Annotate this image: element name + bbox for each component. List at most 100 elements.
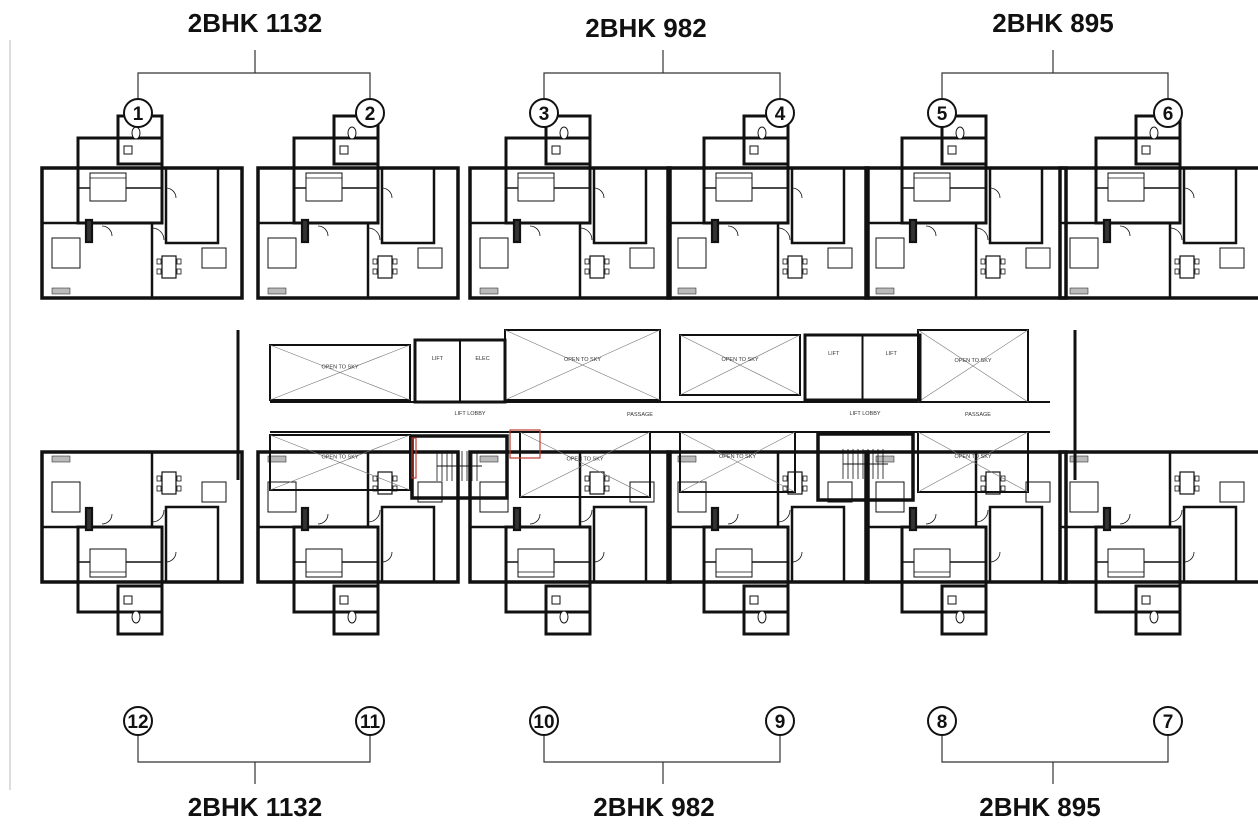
open-to-sky-label: OPEN TO SKY <box>566 457 603 463</box>
chair <box>1000 258 1006 265</box>
bed <box>89 548 127 578</box>
balcony-hatch <box>479 287 499 295</box>
bracket-leader <box>137 735 371 763</box>
dining-table <box>787 255 803 279</box>
unit-type-label-bottom-2: 2BHK 982 <box>593 792 715 822</box>
wc <box>955 126 965 140</box>
dining-table <box>985 471 1001 495</box>
corridor-zone <box>235 325 1080 505</box>
unit-marker-bottom-2-number: 11 <box>360 712 381 733</box>
wc <box>1149 610 1159 624</box>
balcony-hatch <box>1069 287 1089 295</box>
unit-marker-top-5-circle <box>927 98 957 128</box>
shaft-diagonal <box>269 434 411 491</box>
unit-marker-top-1-circle <box>123 98 153 128</box>
door-swing <box>925 225 937 237</box>
unit-marker-bottom-5-number: 8 <box>937 712 948 733</box>
bed <box>267 481 297 513</box>
chair <box>1194 268 1200 275</box>
chair <box>392 475 398 482</box>
bracket-leader <box>543 735 781 763</box>
door-swing <box>1169 227 1183 241</box>
chair <box>1174 258 1180 265</box>
wardrobe <box>710 506 720 532</box>
bed <box>305 548 343 578</box>
chair <box>1194 475 1200 482</box>
door-swing <box>367 227 381 241</box>
sofa <box>827 481 853 503</box>
wardrobe <box>300 218 310 244</box>
kitchen <box>380 166 436 245</box>
kitchen <box>988 505 1044 584</box>
unit-type-label-top-2: 2BHK 982 <box>585 13 707 43</box>
bed <box>677 481 707 513</box>
wc <box>347 610 357 624</box>
chair <box>802 485 808 492</box>
chair <box>1000 268 1006 275</box>
toilet <box>940 114 988 166</box>
chair <box>156 485 162 492</box>
chair <box>156 258 162 265</box>
sofa <box>1219 481 1245 503</box>
door-swing <box>975 509 989 523</box>
passage-label: PASSAGE <box>965 412 991 418</box>
unit-marker-top-1-number: 1 <box>133 104 144 125</box>
lift-lobby-label: LIFT LOBBY <box>849 411 880 417</box>
sofa <box>827 247 853 269</box>
wardrobe <box>300 506 310 532</box>
open-to-sky-label: OPEN TO SKY <box>321 365 358 371</box>
chair <box>980 485 986 492</box>
door-swing <box>727 513 739 525</box>
basin <box>123 595 133 605</box>
door-swing <box>791 551 803 563</box>
dining-table <box>985 255 1001 279</box>
chair <box>604 475 610 482</box>
kitchen <box>1182 166 1238 245</box>
door-swing <box>317 225 329 237</box>
basin <box>551 145 561 155</box>
dining-table <box>1179 255 1195 279</box>
wc <box>347 126 357 140</box>
chair <box>372 268 378 275</box>
chair <box>372 258 378 265</box>
open-to-sky-shaft <box>269 344 411 401</box>
chair <box>980 475 986 482</box>
shaft-diagonal <box>504 329 661 401</box>
dining-table <box>377 255 393 279</box>
bed <box>1069 237 1099 269</box>
door-swing <box>165 551 177 563</box>
chair <box>584 485 590 492</box>
apartment-b5 <box>864 450 1068 636</box>
elec-label: ELEC <box>475 356 489 362</box>
open-to-sky-shaft <box>269 434 411 491</box>
unit-type-label-bottom-1: 2BHK 1132 <box>187 792 323 822</box>
chair <box>584 268 590 275</box>
bed <box>1069 481 1099 513</box>
unit-marker-top-3-number: 3 <box>539 104 550 125</box>
shaft-diagonal <box>269 344 411 401</box>
shaft-diagonal <box>917 329 1029 403</box>
chair <box>802 258 808 265</box>
dining-table <box>161 471 177 495</box>
door-swing <box>101 225 113 237</box>
apartment-b4 <box>666 450 870 636</box>
unit-marker-bottom-2-circle <box>355 706 385 736</box>
door-swing <box>151 227 165 241</box>
chair <box>802 475 808 482</box>
apartment-t3 <box>468 114 672 300</box>
balcony-hatch <box>677 455 697 463</box>
door-swing <box>593 187 605 199</box>
apartment-t2 <box>256 114 460 300</box>
bed <box>875 237 905 269</box>
open-to-sky-label: OPEN TO SKY <box>954 454 991 460</box>
kitchen <box>790 166 846 245</box>
door-swing <box>1169 509 1183 523</box>
kitchen <box>592 166 648 245</box>
open-to-sky-label: OPEN TO SKY <box>321 455 358 461</box>
open-to-sky-shaft <box>679 334 801 396</box>
fire-door <box>509 429 541 459</box>
wardrobe <box>908 506 918 532</box>
door-swing <box>1119 225 1131 237</box>
